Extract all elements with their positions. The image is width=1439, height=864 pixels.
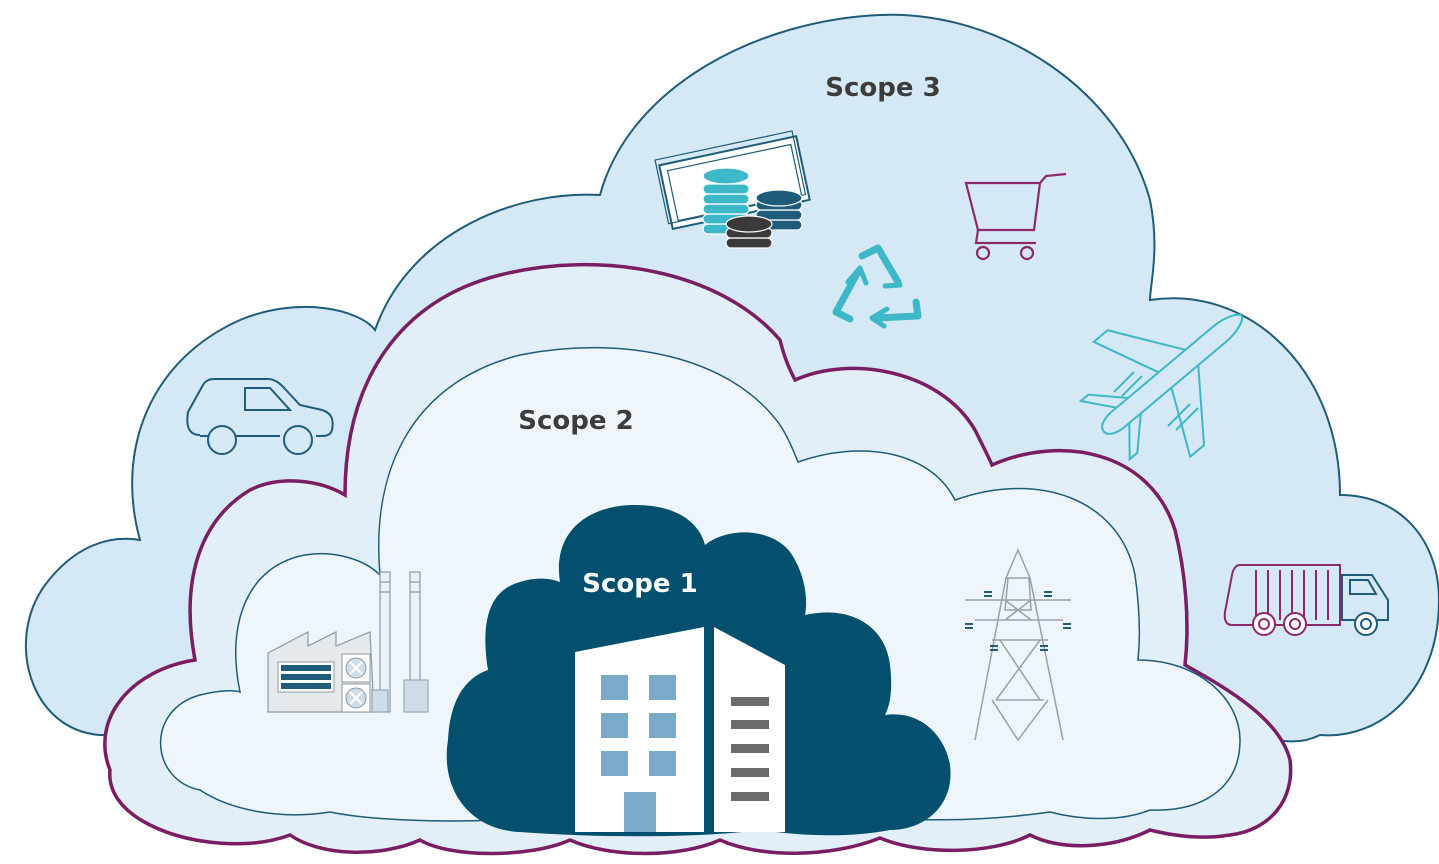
car-icon [186, 378, 334, 455]
money-coins-icon [654, 130, 811, 249]
shopping-cart-icon [964, 172, 1067, 261]
office-building-icon [575, 627, 785, 832]
garbage-truck-icon [1223, 564, 1389, 636]
scope3-label: Scope 3 [825, 73, 940, 103]
recycle-icon [832, 244, 922, 329]
scope2-label: Scope 2 [518, 406, 633, 436]
factory-icon [267, 571, 429, 713]
power-pylon-icon [965, 548, 1071, 742]
scope1-label: Scope 1 [582, 569, 697, 599]
airplane-icon [1078, 313, 1244, 462]
